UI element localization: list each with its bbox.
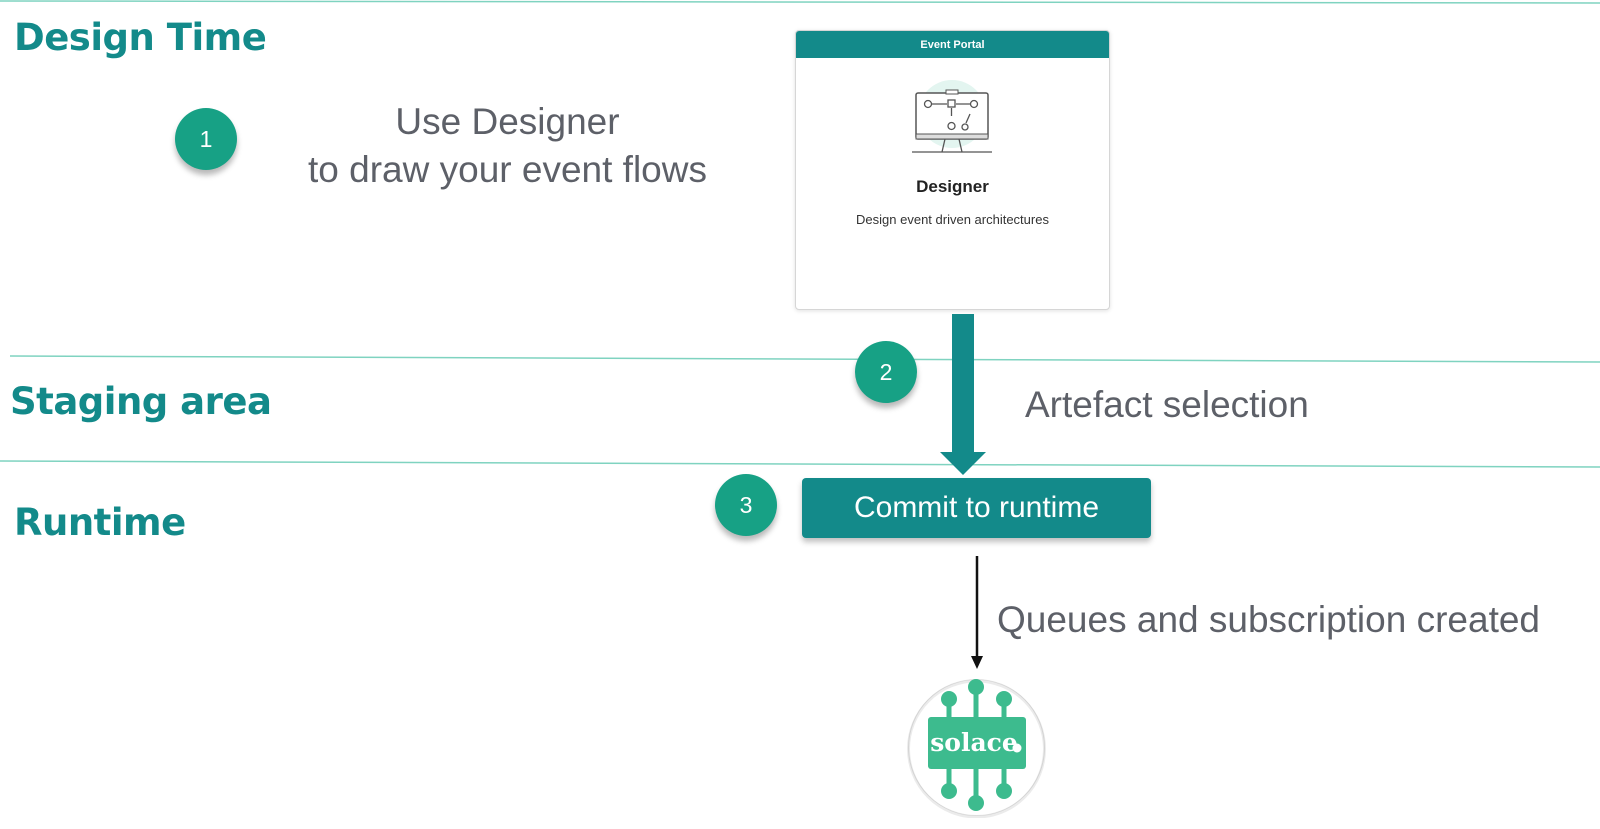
- designer-whiteboard-icon: [912, 80, 992, 153]
- zone-title-design-time: Design Time: [14, 16, 267, 59]
- card-header: Event Portal: [796, 31, 1109, 58]
- step-1-line-1: Use Designer: [395, 101, 620, 142]
- zone-title-staging-area: Staging area: [10, 380, 272, 423]
- step-3-badge: 3: [715, 474, 777, 536]
- designer-card[interactable]: Event Portal Designer Design event drive…: [795, 30, 1110, 310]
- solace-logo: solace: [907, 679, 1046, 818]
- solace-logo-text: solace: [930, 728, 1018, 757]
- step-1-line-2: to draw your event flows: [308, 149, 707, 190]
- staging-runtime-divider: [0, 460, 1600, 468]
- artefact-selection-label: Artefact selection: [1025, 384, 1309, 425]
- queues-created-label: Queues and subscription created: [997, 599, 1541, 640]
- commit-to-runtime-button[interactable]: Commit to runtime: [802, 478, 1151, 538]
- design-staging-divider: [9, 355, 1600, 363]
- card-subtitle: Design event driven architectures: [856, 212, 1049, 227]
- card-title: Designer: [916, 177, 989, 196]
- step-2-badge: 2: [855, 341, 917, 403]
- zone-title-runtime: Runtime: [14, 501, 186, 544]
- step-1-badge: 1: [175, 108, 237, 170]
- top-divider: [0, 0, 1600, 4]
